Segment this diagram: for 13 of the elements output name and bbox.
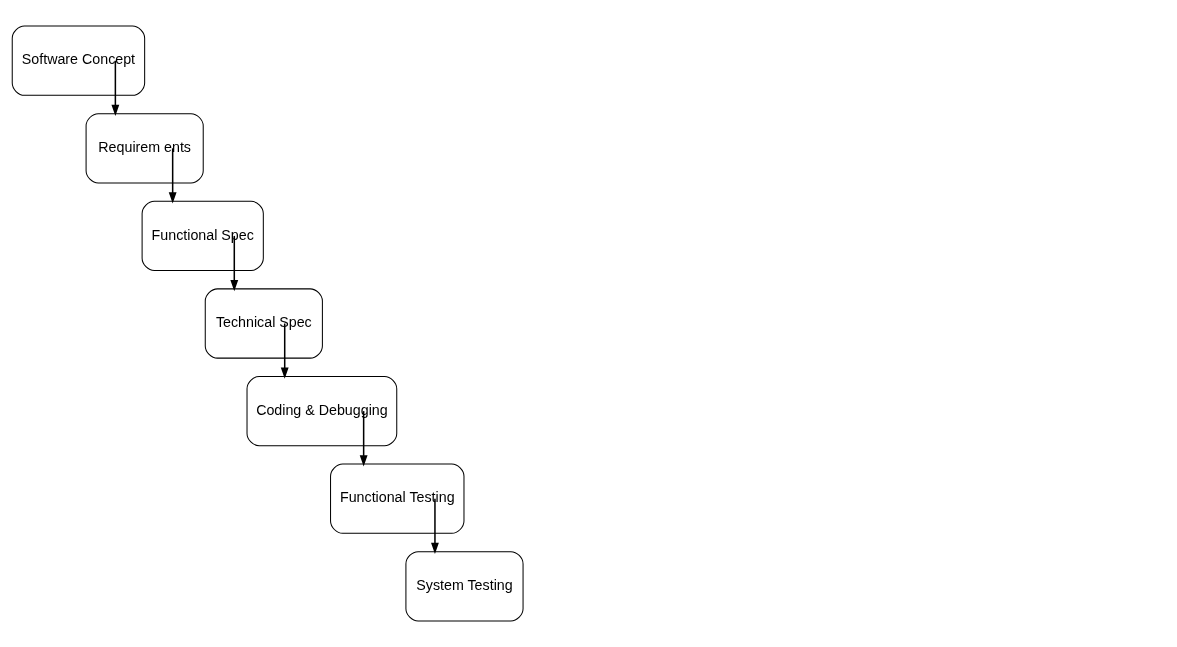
node-box: System Testing <box>405 551 524 622</box>
arrow <box>359 410 368 467</box>
arrow <box>230 235 239 292</box>
node-box: Functional Spec <box>141 200 264 272</box>
arrow <box>431 497 439 554</box>
node-box: Requirem ents <box>85 113 204 184</box>
arrow <box>168 147 177 204</box>
node-box: Functional Testing <box>330 463 465 534</box>
arrow <box>280 322 289 379</box>
arrow <box>111 59 120 116</box>
node-box: Coding & Debugging <box>246 375 398 447</box>
node-box: Technical Spec <box>204 288 323 359</box>
node-box: Software Concept <box>11 25 146 96</box>
